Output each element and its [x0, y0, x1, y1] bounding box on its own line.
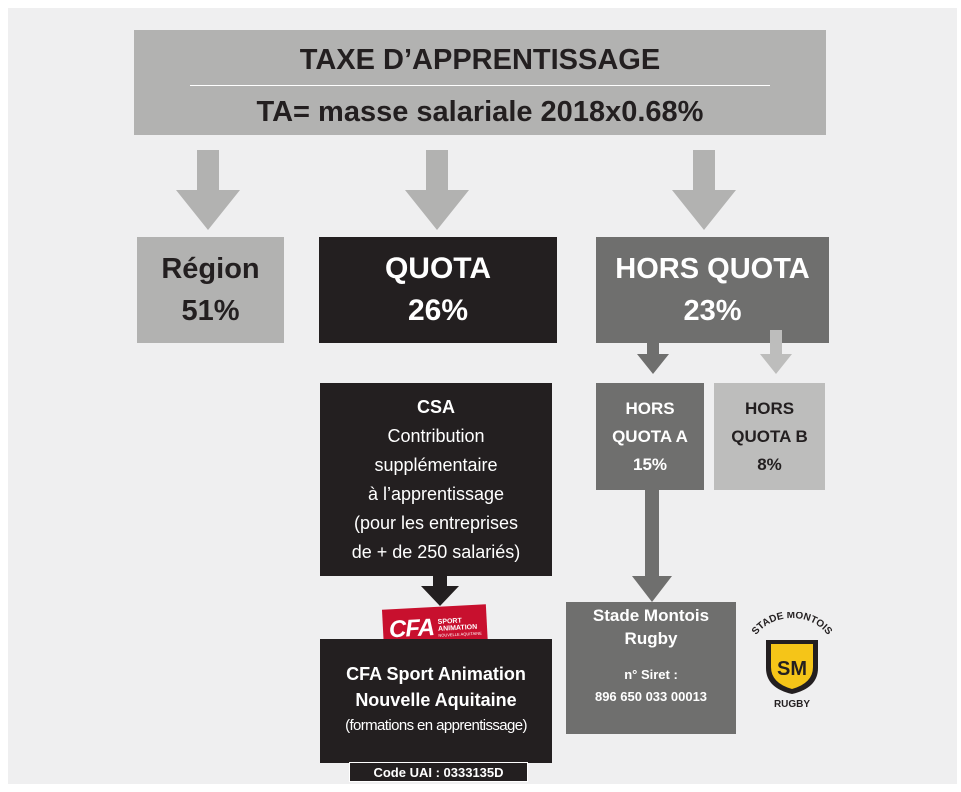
hors-quota-a-line1: HORS	[625, 398, 675, 418]
arrow-to-region	[176, 150, 240, 230]
cfa-name-1: CFA Sport Animation	[346, 664, 526, 684]
hors-quota-box: HORS QUOTA 23%	[596, 237, 829, 343]
hors-quota-a-line2: QUOTA A	[612, 426, 688, 446]
cfa-uai-badge: Code UAI : 0333135D	[349, 762, 528, 782]
arrow-to-hors-quota-a	[637, 330, 669, 374]
header-title: TAXE D’APPRENTISSAGE	[299, 44, 661, 76]
stade-siret-label: n° Siret :	[624, 667, 678, 682]
hors-quota-label: HORS QUOTA	[615, 253, 810, 285]
connector-line-a	[645, 490, 659, 578]
svg-text:STADE MONTOIS: STADE MONTOIS	[750, 612, 834, 637]
csa-line-3: à l’apprentissage	[367, 483, 505, 504]
hors-quota-percent: 23%	[683, 295, 742, 327]
arrow-to-cfa	[421, 570, 459, 606]
region-label: Région	[161, 253, 260, 285]
cfa-name-2: Nouvelle Aquitaine	[355, 690, 517, 710]
cfa-box: CFA Sport Animation Nouvelle Aquitaine (…	[320, 639, 552, 763]
hors-quota-b-box: HORS QUOTA B 8%	[714, 383, 825, 490]
cfa-logo-sub: SPORT ANIMATION NOUVELLE AQUITAINE	[437, 616, 481, 637]
stade-montois-logo: STADE MONTOIS SM RUGBY	[750, 612, 834, 710]
arrow-to-hors-quota	[672, 150, 736, 230]
csa-line-4: (pour les entreprises	[353, 512, 519, 533]
quota-box: QUOTA 26%	[319, 237, 557, 343]
quota-label: QUOTA	[384, 252, 492, 285]
hors-quota-b-line2: QUOTA B	[731, 426, 808, 446]
csa-box: CSA Contribution supplémentaire à l’appr…	[320, 383, 552, 576]
hors-quota-a-box: HORS QUOTA A 15%	[596, 383, 704, 490]
stade-name-2: Rugby	[624, 629, 678, 648]
arrow-to-hors-quota-b	[760, 330, 792, 374]
csa-title: CSA	[416, 396, 455, 417]
csa-line-5: de + de 250 salariés)	[351, 541, 521, 562]
stade-siret: 896 650 033 00013	[594, 689, 708, 704]
region-percent: 51%	[181, 295, 240, 327]
arrow-to-quota	[405, 150, 469, 230]
sm-logo-center-text: SM	[777, 658, 807, 680]
csa-line-2: supplémentaire	[374, 454, 498, 475]
sm-logo-top-text: STADE MONTOIS	[750, 612, 834, 637]
cfa-logo-sub3: NOUVELLE AQUITAINE	[438, 630, 482, 638]
hors-quota-b-percent: 8%	[757, 454, 782, 474]
quota-percent: 26%	[407, 294, 469, 327]
hors-quota-b-line1: HORS	[744, 398, 795, 418]
csa-line-1: Contribution	[387, 425, 485, 446]
stade-name-1: Stade Montois	[592, 606, 710, 625]
sm-logo-bottom-text: RUGBY	[774, 699, 810, 710]
hors-quota-a-percent: 15%	[632, 454, 668, 474]
cfa-note: (formations en apprentissage)	[345, 717, 527, 734]
header-box: TAXE D’APPRENTISSAGE TA= masse salariale…	[134, 30, 826, 135]
arrow-to-stade	[632, 576, 672, 602]
stade-box: Stade Montois Rugby n° Siret : 896 650 0…	[566, 602, 736, 734]
header-formula: TA= masse salariale 2018x0.68%	[256, 96, 704, 128]
header-divider	[190, 85, 770, 86]
region-box: Région 51%	[137, 237, 284, 343]
